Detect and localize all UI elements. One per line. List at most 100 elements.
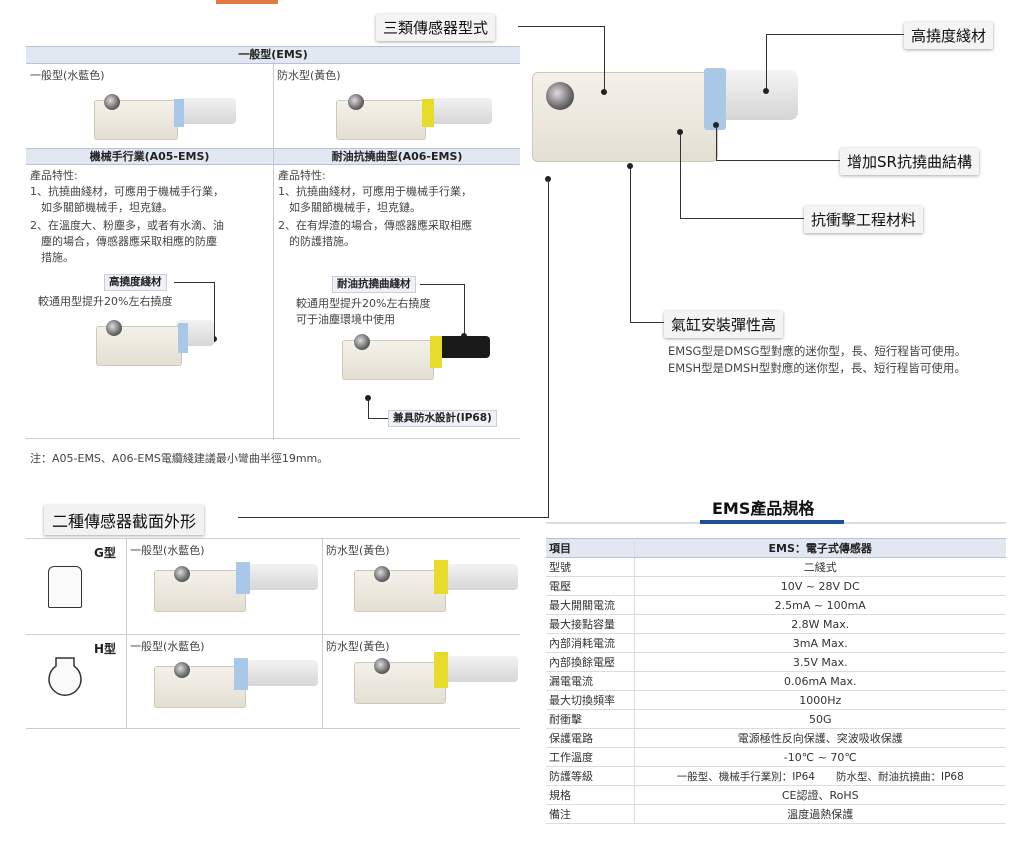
spec-value: CE認證、RoHS [634, 785, 1006, 805]
h-type-profile-icon [48, 657, 82, 696]
g-general-sensor-image [150, 556, 320, 626]
waterproof-type-label: 防水型(黃色) [277, 69, 341, 82]
spec-title: EMS產品規格 [712, 499, 815, 518]
spec-value: 二綫式 [634, 557, 1006, 577]
ems-note: 注：A05-EMS、A06-EMS電纜綫建議最小彎曲半徑19mm。 [30, 452, 329, 465]
spec-key: 漏電電流 [546, 671, 635, 691]
table-row: 防護等級一般型、機械手行業別：IP64 防水型、耐油抗撓曲：IP68 [546, 766, 1006, 786]
robot-tag-dot [211, 336, 217, 342]
spec-key: 內部換餘電壓 [546, 652, 635, 672]
oil-features-label: 產品特性: [278, 169, 326, 182]
main-sensor-image [528, 56, 798, 186]
callout-cylinder-install: 氣缸安裝彈性高 [664, 311, 784, 338]
spec-key: 備注 [546, 804, 635, 824]
spec-key: 電壓 [546, 576, 635, 596]
robot-feature-1: 1、抗撓曲綫材，可應用于機械手行業， [30, 185, 224, 198]
spec-value: 溫度過熱保護 [634, 804, 1006, 824]
general-type-label: 一般型(水藍色) [30, 69, 105, 82]
robot-tag-desc: 較通用型提升20%左右撓度 [38, 295, 173, 308]
spec-header-row: 項目 EMS：電子式傳感器 [546, 538, 1006, 558]
desc-emsh: EMSH型是DMSH型對應的迷你型，長、短行程皆可使用。 [668, 361, 966, 375]
robot-title: 機械手行業(A05-EMS) [26, 148, 273, 165]
table-row: 保護電路電源極性反向保護、突波吸收保護 [546, 728, 1006, 748]
spec-value: 3mA Max. [634, 633, 1006, 653]
ems-table-title: 一般型(EMS) [26, 46, 520, 64]
sensor-waterproof-image [326, 90, 496, 160]
spec-key: 型號 [546, 557, 635, 577]
top-accent-bar [216, 0, 278, 4]
ip68-tag: 兼具防水設計(IP68) [388, 410, 497, 427]
spec-value: -10℃ ~ 70℃ [634, 747, 1006, 767]
cross-section-title: 二種傳感器截面外形 [44, 505, 205, 535]
desc-emsg: EMSG型是DMSG型對應的迷你型，長、短行程皆可使用。 [668, 344, 967, 358]
spec-title-underline [700, 520, 844, 524]
spec-value: 一般型、機械手行業別：IP64 防水型、耐油抗撓曲：IP68 [634, 766, 1006, 786]
sensor-robot-image [90, 316, 230, 396]
spec-key: 最大開關電流 [546, 595, 635, 615]
robot-features-label: 產品特性: [30, 169, 78, 182]
oil-feature-1: 1、抗撓曲綫材，可應用于機械手行業， [278, 185, 472, 198]
table-row: 工作溫度-10℃ ~ 70℃ [546, 747, 1006, 767]
table-row: 型號二綫式 [546, 557, 1006, 577]
h-type-label: H型 [94, 642, 117, 656]
robot-feature-2: 如多關節機械手，坦克鏈。 [30, 201, 173, 214]
g-type-label: G型 [94, 546, 116, 560]
ems-panel: 一般型(EMS) 一般型(水藍色) 防水型(黃色) 機械手行業(A05-EMS)… [26, 46, 520, 440]
spec-value: 1000Hz [634, 690, 1006, 710]
g-waterproof-label: 防水型(黃色) [326, 544, 390, 557]
spec-key: 規格 [546, 785, 635, 805]
oil-title: 耐油抗撓曲型(A06-EMS) [274, 148, 520, 165]
spec-header-item: 項目 [546, 538, 635, 558]
spec-value: 10V ~ 28V DC [634, 576, 1006, 596]
g-type-profile-icon [48, 566, 82, 608]
spec-value: 0.06mA Max. [634, 671, 1006, 691]
g-general-label: 一般型(水藍色) [130, 544, 205, 557]
spec-key: 最大接點容量 [546, 614, 635, 634]
spec-key: 最大切換頻率 [546, 690, 635, 710]
spec-key: 耐衝擊 [546, 709, 635, 729]
callout-impact-material: 抗衝擊工程材料 [804, 206, 924, 233]
oil-tag-desc-2: 可于油塵環境中使用 [296, 313, 395, 326]
h-waterproof-label: 防水型(黃色) [326, 640, 390, 653]
h-waterproof-sensor-image [350, 648, 520, 718]
oil-feature-2: 如多關節機械手，坦克鏈。 [278, 201, 421, 214]
h-general-sensor-image [150, 652, 320, 722]
spec-key: 工作溫度 [546, 747, 635, 767]
g-waterproof-sensor-image [350, 556, 520, 626]
spec-value: 50G [634, 709, 1006, 729]
callout-high-flex: 高撓度綫材 [904, 22, 994, 49]
sensor-oil-image [336, 330, 496, 400]
oil-feature-4: 的防護措施。 [278, 235, 355, 248]
oil-feature-3: 2、在有焊渣的場合，傳感器應采取相應 [278, 219, 472, 232]
panel-divider [273, 64, 274, 440]
spec-key: 保護電路 [546, 728, 635, 748]
oil-tag-desc-1: 較通用型提升20%左右撓度 [296, 297, 431, 310]
spec-key: 內部消耗電流 [546, 633, 635, 653]
oil-tag: 耐油抗撓曲綫材 [332, 276, 416, 293]
robot-feature-4: 塵的場合，傳感器應采取相應的防塵 [30, 235, 217, 248]
table-row: 備注溫度過熱保護 [546, 804, 1006, 824]
spec-value: 2.8W Max. [634, 614, 1006, 634]
callout-three-types: 三類傳感器型式 [376, 14, 496, 41]
robot-feature-3: 2、在溫度大、粉塵多，或者有水滴、油 [30, 219, 224, 232]
spec-key: 防護等級 [546, 766, 635, 786]
spec-header-value: EMS：電子式傳感器 [634, 538, 1006, 558]
spec-value: 電源極性反向保護、突波吸收保護 [634, 728, 1006, 748]
spec-value: 2.5mA ~ 100mA [634, 595, 1006, 615]
callout-sr-structure: 增加SR抗撓曲結構 [840, 148, 979, 175]
robot-feature-5: 措施。 [30, 251, 74, 264]
h-general-label: 一般型(水藍色) [130, 640, 205, 653]
spec-value: 3.5V Max. [634, 652, 1006, 672]
sensor-general-image [84, 90, 244, 160]
robot-tag: 高撓度綫材 [104, 274, 167, 291]
